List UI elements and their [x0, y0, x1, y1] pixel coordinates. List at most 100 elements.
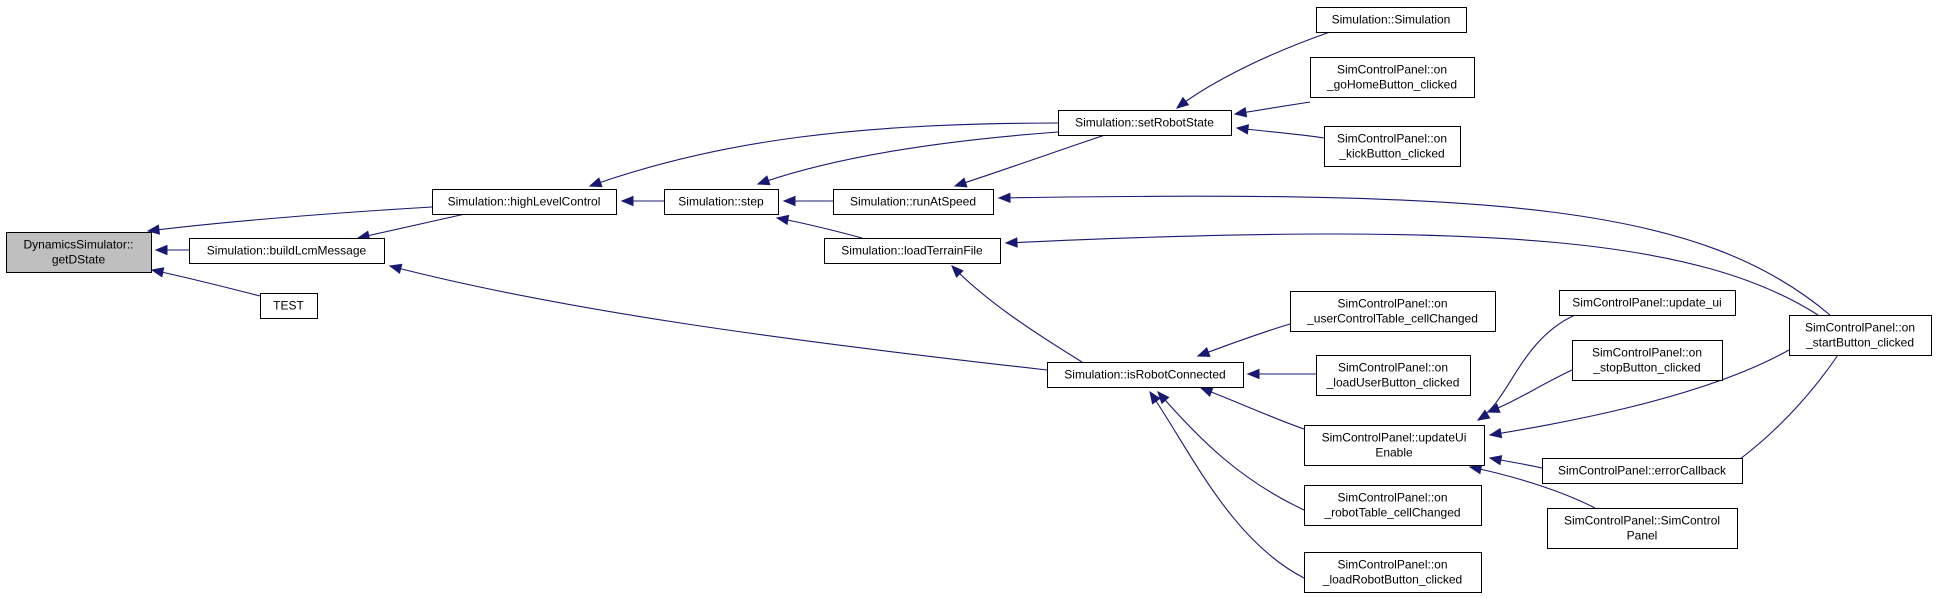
node-isRobotConnected[interactable]: Simulation::isRobotConnected [1047, 362, 1244, 388]
nodes-layer: DynamicsSimulator::getDStateSimulation::… [6, 7, 1932, 593]
edge-isRobotConnected-to-buildLcmMessage [388, 263, 1048, 371]
node-box[interactable] [1542, 458, 1743, 484]
node-box[interactable] [1559, 290, 1736, 316]
node-box[interactable] [6, 232, 152, 273]
node-label: _loadRobotButton_clicked [1322, 573, 1462, 587]
edge-line [1197, 323, 1291, 357]
node-box[interactable] [824, 238, 1001, 264]
node-loadTerrainFile[interactable]: Simulation::loadTerrainFile [824, 238, 1001, 264]
edge-setRobotState-to-step [756, 131, 1059, 186]
node-update_ui[interactable]: SimControlPanel::update_ui [1559, 290, 1736, 316]
node-loadRobot[interactable]: SimControlPanel::on_loadRobotButton_clic… [1304, 552, 1482, 593]
edge-TEST-to-getDState [150, 267, 261, 297]
node-label: _startButton_clicked [1805, 336, 1914, 350]
edge-line [357, 213, 466, 239]
node-robotTable[interactable]: SimControlPanel::on_robotTable_cellChang… [1304, 485, 1482, 526]
node-step[interactable]: Simulation::step [664, 189, 779, 215]
edge-line [998, 195, 1831, 316]
node-box[interactable] [260, 293, 318, 319]
node-userControlTable[interactable]: SimControlPanel::on_userControlTable_cel… [1290, 291, 1496, 332]
node-kick[interactable]: SimControlPanel::on_kickButton_clicked [1324, 126, 1461, 167]
node-box[interactable] [1304, 552, 1482, 593]
node-goHome[interactable]: SimControlPanel::on_goHomeButton_clicked [1310, 57, 1475, 98]
edge-line [1176, 31, 1331, 109]
node-label: SimControlPanel::update_ui [1572, 296, 1721, 310]
edge-arrowhead [1476, 409, 1491, 421]
node-box[interactable] [189, 238, 385, 264]
node-box[interactable] [1304, 485, 1482, 526]
edge-arrowhead [775, 214, 790, 226]
node-startButton[interactable]: SimControlPanel::on_startButton_clicked [1789, 315, 1932, 356]
edge-startButton-to-updateUiEnable [1488, 349, 1790, 439]
edge-line [1469, 466, 1596, 509]
node-label: _loadUserButton_clicked [1326, 376, 1460, 390]
node-box[interactable] [1290, 291, 1496, 332]
edge-line [1005, 233, 1819, 316]
node-box[interactable] [1572, 340, 1723, 381]
edge-arrowhead [953, 177, 968, 188]
node-label: _robotTable_cellChanged [1323, 506, 1460, 520]
edge-arrowhead [1468, 464, 1483, 475]
edge-arrowhead [1488, 455, 1503, 466]
edge-arrowhead [1486, 403, 1501, 413]
edge-arrowhead [146, 224, 161, 235]
node-runAtSpeed[interactable]: Simulation::runAtSpeed [833, 189, 994, 215]
node-box[interactable] [1310, 57, 1475, 98]
edge-arrowhead [1233, 107, 1248, 118]
node-box[interactable] [1047, 362, 1244, 388]
node-label: DynamicsSimulator:: [23, 238, 133, 252]
edge-line [757, 131, 1059, 185]
node-box[interactable] [1316, 7, 1467, 33]
node-loadUser[interactable]: SimControlPanel::on_loadUserButton_click… [1316, 355, 1471, 396]
edge-loadUser-to-isRobotConnected [1246, 368, 1316, 380]
edge-arrowhead [1149, 390, 1161, 405]
edge-line [1487, 369, 1573, 413]
node-box[interactable] [1316, 355, 1471, 396]
node-label: Simulation::runAtSpeed [850, 195, 976, 209]
edge-updateUiEnable-to-isRobotConnected [1199, 387, 1305, 430]
node-buildLcmMessage[interactable]: Simulation::buildLcmMessage [189, 238, 385, 264]
node-box[interactable] [1058, 110, 1232, 136]
edge-arrowhead [782, 195, 796, 207]
edge-loadTerrainFile-to-step [775, 214, 863, 239]
edge-goHome-to-setRobotState [1233, 101, 1311, 118]
node-label: Simulation::buildLcmMessage [207, 244, 367, 258]
node-box[interactable] [1547, 508, 1738, 549]
edge-arrowhead [1004, 237, 1018, 248]
node-label: _userControlTable_cellChanged [1306, 312, 1478, 326]
edge-line [954, 134, 1106, 187]
edge-arrowhead [951, 265, 964, 278]
node-SimControlPanel[interactable]: SimControlPanel::SimControlPanel [1547, 508, 1738, 549]
edge-step-to-highLevelControl [620, 195, 664, 207]
node-label: Enable [1375, 446, 1413, 460]
node-Simulation[interactable]: Simulation::Simulation [1316, 7, 1467, 33]
node-label: _kickButton_clicked [1338, 147, 1444, 161]
node-errorCallback[interactable]: SimControlPanel::errorCallback [1542, 458, 1743, 484]
node-box[interactable] [432, 189, 617, 215]
node-setRobotState[interactable]: Simulation::setRobotState [1058, 110, 1232, 136]
node-getDState[interactable]: DynamicsSimulator::getDState [6, 232, 152, 273]
node-box[interactable] [833, 189, 994, 215]
edge-arrowhead [1196, 347, 1211, 357]
node-label: SimControlPanel::on [1337, 558, 1447, 572]
edge-startButton-to-loadTerrainFile [1004, 233, 1819, 316]
node-label: SimControlPanel::on [1337, 132, 1447, 146]
edge-line [1157, 391, 1305, 511]
node-box[interactable] [1304, 425, 1485, 466]
node-box[interactable] [664, 189, 779, 215]
edge-arrowhead [756, 175, 771, 186]
node-label: _stopButton_clicked [1592, 361, 1700, 375]
edge-runAtSpeed-to-step [782, 195, 833, 207]
edge-line [151, 269, 261, 297]
node-highLevelControl[interactable]: Simulation::highLevelControl [432, 189, 617, 215]
node-box[interactable] [1789, 315, 1932, 356]
node-TEST[interactable]: TEST [260, 293, 318, 319]
node-label: Simulation::loadTerrainFile [841, 244, 983, 258]
edge-buildLcmMessage-to-getDState [154, 244, 189, 256]
node-box[interactable] [1324, 126, 1461, 167]
edge-arrowhead [388, 263, 403, 274]
node-stopButton[interactable]: SimControlPanel::on_stopButton_clicked [1572, 340, 1723, 381]
edge-arrowhead [1199, 387, 1214, 398]
